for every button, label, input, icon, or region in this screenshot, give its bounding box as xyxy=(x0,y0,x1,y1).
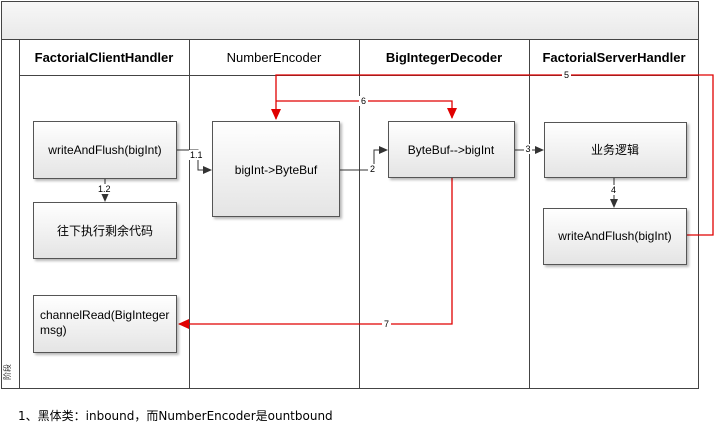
box-client-rest-shape xyxy=(33,202,177,259)
box-encoder-convert-shape xyxy=(212,121,340,217)
box-client-write-shape xyxy=(33,121,177,179)
box-server-logic: 业务逻辑 xyxy=(544,122,687,178)
edge-label-bg xyxy=(524,144,532,154)
lane-header-server: FactorialServerHandler xyxy=(542,50,685,65)
edge-label-bg xyxy=(96,184,114,194)
edge-6 xyxy=(276,100,457,119)
box-client-read-label-line1: channelRead(BigInteger xyxy=(40,308,169,322)
box-client-read-label-line2: msg) xyxy=(40,323,67,337)
box-encoder-convert: bigInt->ByteBuf xyxy=(212,121,340,217)
box-decoder-convert-label: ByteBuf-->bigInt xyxy=(408,143,495,157)
edge-label-7: 7 xyxy=(384,319,389,329)
box-decoder-convert: ByteBuf-->bigInt xyxy=(388,121,515,178)
edge-labels: 1.1 1.2 2 3 4 5 6 7 xyxy=(96,70,618,329)
box-server-logic-shape xyxy=(544,122,687,178)
footnote: 1、黑体类：inbound，而NumberEncoder是ountbound xyxy=(18,409,333,423)
edge-label-bg xyxy=(562,70,571,80)
edge-label-1-2: 1.2 xyxy=(98,184,111,194)
box-decoder-convert-shape xyxy=(388,121,515,178)
edge-label-bg xyxy=(609,185,618,195)
box-server-logic-label: 业务逻辑 xyxy=(591,142,639,157)
box-server-write-label: writeAndFlush(bigInt) xyxy=(557,229,671,243)
box-client-read-shape xyxy=(33,295,177,353)
edge-label-4: 4 xyxy=(611,185,616,195)
box-server-write: writeAndFlush(bigInt) xyxy=(543,208,687,265)
box-client-read: channelRead(BigInteger msg) xyxy=(33,295,177,353)
lane-header-client: FactorialClientHandler xyxy=(35,50,174,65)
edge-7 xyxy=(178,178,453,329)
edge-label-5: 5 xyxy=(564,70,569,80)
box-client-rest-label: 往下执行剩余代码 xyxy=(57,223,153,238)
box-server-write-shape xyxy=(543,208,687,265)
box-client-rest: 往下执行剩余代码 xyxy=(33,202,177,259)
edge-label-bg xyxy=(359,96,368,106)
lane-header-decoder: BigIntegerDecoder xyxy=(386,50,502,65)
edge-label-3: 3 xyxy=(526,144,531,154)
title-band xyxy=(1,1,699,40)
box-client-write-label: writeAndFlush(bigInt) xyxy=(47,143,161,157)
edge-label-bg xyxy=(382,319,391,329)
box-encoder-convert-label: bigInt->ByteBuf xyxy=(235,163,318,177)
red-connectors xyxy=(178,74,714,329)
edge-label-bg xyxy=(368,164,376,174)
edge-label-bg xyxy=(189,150,205,160)
box-client-write: writeAndFlush(bigInt) xyxy=(33,121,177,179)
edge-5 xyxy=(271,74,714,236)
edge-label-2: 2 xyxy=(370,164,375,174)
edge-2 xyxy=(340,146,388,171)
lane-header-encoder: NumberEncoder xyxy=(227,50,322,65)
stage-label: 阶段 xyxy=(2,364,12,380)
edge-label-6: 6 xyxy=(361,96,366,106)
edge-label-1-1: 1.1 xyxy=(190,150,203,160)
process-boxes: writeAndFlush(bigInt) 往下执行剩余代码 channelRe… xyxy=(33,121,687,353)
